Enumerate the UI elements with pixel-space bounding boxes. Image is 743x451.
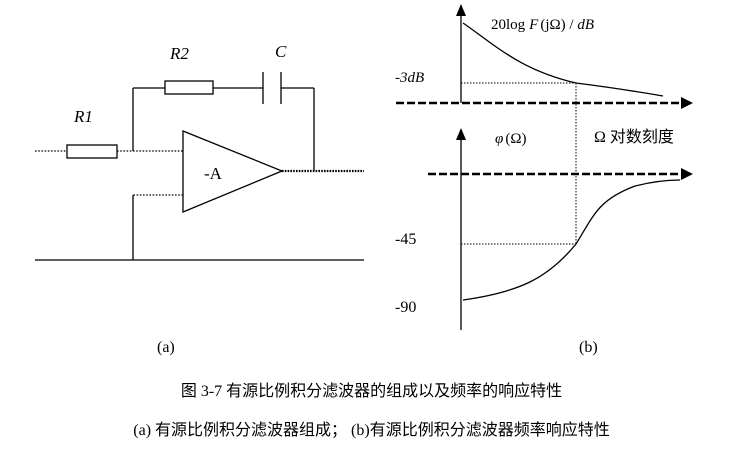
magnitude-plot — [396, 4, 693, 244]
r2-label: R2 — [169, 44, 189, 63]
c-label: C — [275, 42, 287, 61]
amp-label: -A — [204, 164, 223, 183]
circuit-diagram — [35, 72, 364, 261]
phase-curve — [462, 179, 681, 301]
circuit-labels: R1 R2 C -A — [73, 42, 287, 183]
phase-axis-label: φ(Ω) — [495, 131, 526, 147]
magnitude-curve — [462, 22, 664, 97]
minus3db-label: -3dB — [395, 70, 424, 86]
resistor-r2 — [164, 80, 214, 95]
phase-x-arrow — [681, 168, 693, 180]
op-amp-triangle — [182, 130, 284, 213]
sublabel-b: (b) — [579, 339, 598, 356]
tick-minus45: -45 — [395, 231, 416, 248]
r1-label: R1 — [73, 107, 93, 126]
magnitude-y-arrow — [456, 4, 466, 16]
caption-title: 图 3-7 有源比例积分滤波器的组成以及频率的响应特性 — [180, 383, 563, 400]
phase-y-arrow — [456, 128, 466, 140]
magnitude-x-arrow — [681, 97, 693, 109]
sublabel-a: (a) — [157, 339, 175, 356]
resistor-r1 — [66, 144, 118, 159]
phase-plot — [428, 128, 693, 330]
tick-minus90: -90 — [395, 299, 416, 316]
caption-subtitle: (a) 有源比例积分滤波器组成； (b)有源比例积分滤波器频率响应特性 — [133, 422, 610, 439]
sublabels: (a) (b) — [157, 339, 598, 356]
